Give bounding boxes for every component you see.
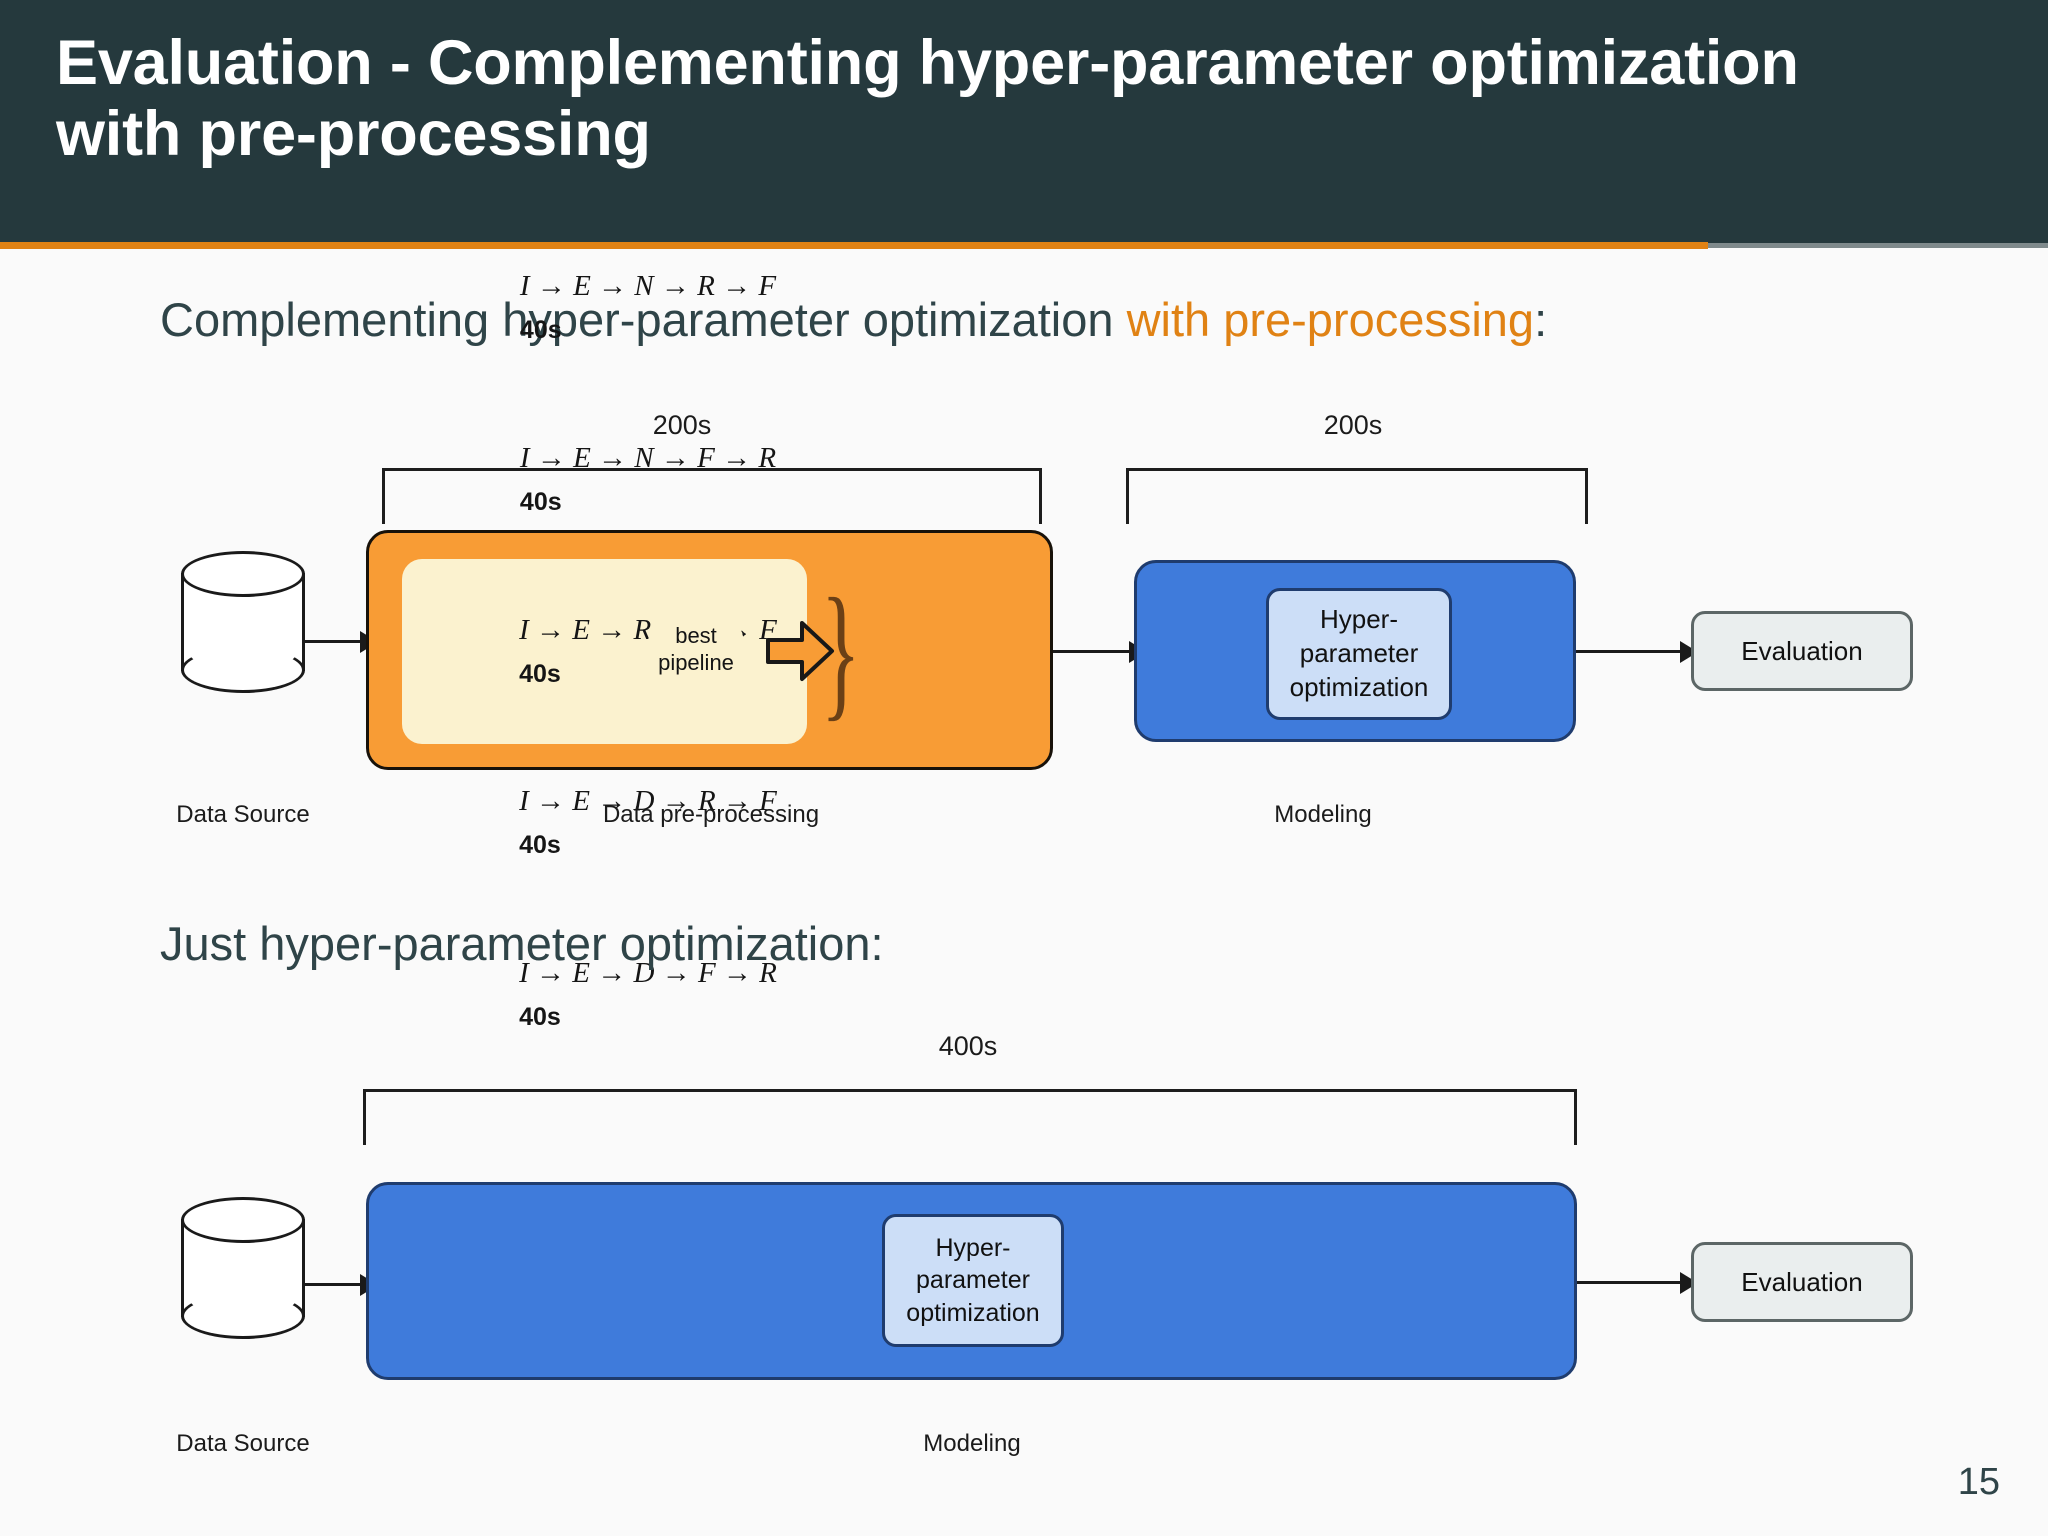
best-pipeline-ellipse: best pipeline — [647, 601, 745, 699]
slide-header: Evaluation - Complementing hyper-paramet… — [0, 0, 2048, 248]
timing-label-preprocessing: 200s — [652, 410, 712, 440]
evaluation-box-bottom[interactable]: Evaluation — [1691, 1242, 1913, 1322]
hpo-line-2: parameter — [1299, 638, 1419, 669]
timing-label-modeling: 200s — [1323, 410, 1383, 440]
hpo-line-1: Hyper- — [1319, 604, 1398, 635]
arrow-preprocessing-to-modeling-line — [1053, 650, 1133, 653]
pipeline-row: I → E → N → R → F 40s — [433, 222, 776, 394]
pipeline-rows: I → E → N → R → F 40s I → E → N → F → R … — [402, 270, 807, 1030]
timing-bracket-just-hpo — [363, 1089, 1577, 1145]
header-rule-orange — [0, 242, 1708, 249]
section-heading-2: Just hyper-parameter optimization: — [160, 916, 884, 971]
cylinder-top-ellipse — [181, 551, 305, 597]
modeling-box-bottom[interactable]: Hyper- parameter optimization — [366, 1182, 1577, 1380]
pipeline-list-panel: I → E → N → R → F 40s I → E → N → F → R … — [402, 270, 807, 1031]
page-title: Evaluation - Complementing hyper-paramet… — [56, 28, 1799, 169]
hpo-line-2: parameter — [916, 1266, 1030, 1295]
caption-modeling-top: Modeling — [1274, 801, 1372, 828]
cylinder-bottom-ellipse — [181, 647, 305, 693]
block-arrow-icon — [766, 621, 834, 681]
pipeline-row: I → E → N → F → R 40s — [433, 394, 776, 566]
arrow-source-to-preprocessing-line — [305, 640, 363, 643]
caption-preprocessing: Data pre-processing — [602, 801, 820, 828]
pipeline-row: I → E → D → R → F 40s — [432, 737, 777, 909]
caption-data-source-bottom: Data Source — [176, 1430, 310, 1457]
pipeline-sequence: I → E → N → R → F — [519, 270, 777, 303]
data-source-cylinder-bottom — [181, 1197, 305, 1339]
hpo-box-bottom[interactable]: Hyper- parameter optimization — [882, 1214, 1064, 1347]
pipeline-duration: 40s — [519, 316, 562, 345]
section-heading-1-accent: with pre-processing — [1126, 293, 1535, 346]
timing-bracket-preprocessing — [382, 468, 1042, 524]
hpo-line-1: Hyper- — [935, 1233, 1011, 1262]
section-heading-1-tail: : — [1534, 293, 1548, 346]
evaluation-box-top[interactable]: Evaluation — [1691, 611, 1913, 691]
pipeline-row: I → E → D → F → R 40s — [432, 909, 777, 1081]
cylinder-bottom-ellipse — [181, 1293, 305, 1339]
pipeline-duration: 40s — [519, 1002, 561, 1031]
best-pipeline-line-1: best — [675, 623, 717, 649]
best-pipeline-line-2: pipeline — [658, 650, 734, 675]
pipeline-sequence: I → E → N → F → R — [519, 441, 777, 474]
hpo-line-3: optimization — [906, 1298, 1040, 1327]
timing-bracket-modeling — [1126, 468, 1588, 524]
pipeline-sequence: I → E → D → F → R — [519, 956, 777, 989]
timing-label-just-hpo: 400s — [938, 1031, 998, 1061]
arrow-source-to-modeling-line — [305, 1283, 363, 1286]
cylinder-top-ellipse — [181, 1197, 305, 1243]
arrow-modeling-to-evaluation-line-top — [1576, 650, 1684, 653]
pipeline-duration: 40s — [519, 659, 561, 688]
hpo-box-top[interactable]: Hyper- parameter optimization — [1266, 588, 1452, 720]
data-source-cylinder-top — [181, 551, 305, 693]
hpo-line-3: optimization — [1289, 671, 1429, 702]
preprocessing-box[interactable]: I → E → N → R → F 40s I → E → N → F → R … — [366, 270, 1053, 1031]
caption-data-source-top: Data Source — [176, 801, 310, 828]
pipeline-sequence: I → E → D → R → F — [519, 785, 777, 818]
page-number: 15 — [1957, 1461, 2000, 1503]
caption-modeling-bottom: Modeling — [923, 1430, 1021, 1457]
section-heading-2-plain: Just hyper-parameter optimization: — [160, 917, 884, 970]
pipeline-duration: 40s — [519, 487, 562, 516]
arrow-modeling-to-evaluation-line-bottom — [1577, 1281, 1684, 1284]
section-heading-1-plain: Complementing hyper-parameter optimizati… — [160, 293, 1127, 346]
pipeline-duration: 40s — [519, 831, 561, 860]
section-heading-1: Complementing hyper-parameter optimizati… — [160, 292, 1547, 347]
modeling-box-top[interactable]: Hyper- parameter optimization — [1134, 560, 1576, 742]
